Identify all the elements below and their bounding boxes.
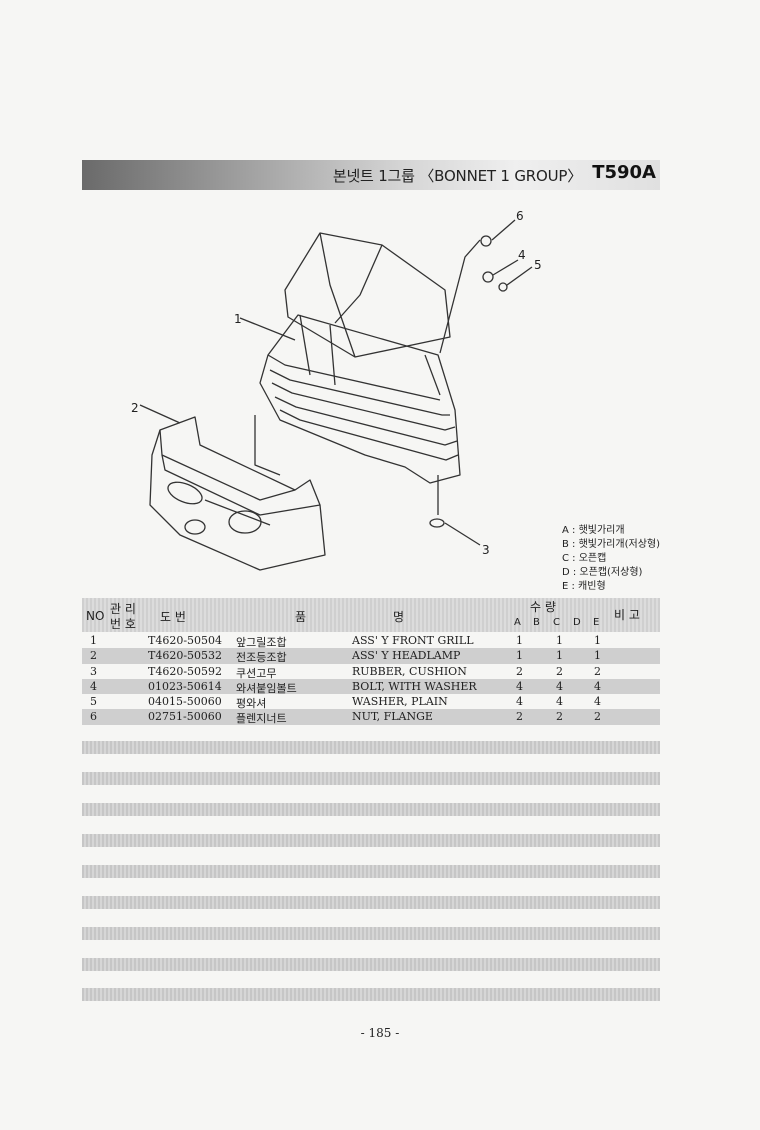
cell-korean-name: 와셔붙임볼트 (236, 681, 297, 695)
empty-row-stripe (82, 772, 660, 785)
bolt-head (482, 271, 494, 283)
exploded-parts-diagram: 1 2 3 4 5 6 (131, 209, 542, 571)
leader-line (254, 415, 281, 476)
front-grill-outline (259, 314, 461, 484)
callout-5: 5 (534, 258, 542, 272)
parts-table-header: NO 관 리 번 호 도 번 품 명 수 량 A B C D E 비 고 (82, 598, 660, 632)
cell-no: 4 (90, 679, 97, 693)
cell-part-number: T4620-50532 (148, 649, 223, 663)
header-quantity: 수 량 (530, 600, 556, 614)
variant-legend: A : 햇빛가리개 B : 햇빛가리개(저상형) C : 오픈캡 D : 오픈캡… (562, 524, 660, 594)
cell-english-name: ASS' Y HEADLAMP (352, 649, 461, 663)
cell-part-number: T4620-50504 (148, 634, 223, 647)
header-col-d: D (573, 617, 581, 628)
cell-english-name: ASS' Y FRONT GRILL (352, 634, 474, 647)
cell-no: 3 (90, 664, 97, 678)
cell-qty-e: 2 (594, 710, 601, 724)
header-part-name-1: 품 (295, 610, 307, 624)
cell-korean-name: 앞그릴조합 (236, 636, 287, 649)
header-col-b: B (533, 617, 540, 628)
cell-qty-c: 2 (556, 710, 563, 724)
section-header-bar: 본넷트 1그룹 〈BONNET 1 GROUP〉 T590A (82, 160, 660, 190)
header-col-e: E (593, 617, 600, 628)
cell-korean-name: 플렌지너트 (236, 712, 287, 726)
legend-item: C : 오픈캡 (562, 553, 607, 564)
header-part-name-2: 명 (393, 610, 405, 624)
empty-row-stripe (82, 834, 660, 847)
cell-qty-c: 1 (556, 634, 563, 647)
header-drawing-number: 도 번 (160, 610, 186, 624)
cell-no: 6 (90, 710, 97, 724)
cell-english-name: WASHER, PLAIN (352, 695, 448, 709)
cell-qty-a: 2 (516, 710, 523, 724)
empty-row-stripe (82, 741, 660, 754)
cell-part-number: 01023-50614 (148, 679, 222, 693)
legend-item: B : 햇빛가리개(저상형) (562, 539, 660, 550)
callout-2: 2 (131, 401, 139, 415)
cell-english-name: BOLT, WITH WASHER (352, 679, 477, 693)
cell-no: 5 (90, 695, 97, 709)
table-row: 2 T4620-50532 전조등조합 ASS' Y HEADLAMP 1 1 … (82, 648, 660, 665)
header-col-c: C (553, 617, 560, 628)
table-row: 5 04015-50060 평와셔 WASHER, PLAIN 4 4 4 (82, 694, 660, 711)
callout-1: 1 (234, 312, 242, 326)
model-code: T590A (592, 162, 656, 183)
empty-row-stripe (82, 988, 660, 1001)
header-no: NO (86, 609, 105, 623)
cell-part-number: 04015-50060 (148, 695, 222, 709)
top-cover-outline (284, 232, 451, 358)
table-row: 1 T4620-50504 앞그릴조합 ASS' Y FRONT GRILL 1… (82, 633, 660, 649)
cell-english-name: RUBBER, CUSHION (352, 664, 467, 678)
cell-qty-e: 1 (594, 634, 601, 647)
cell-qty-a: 1 (516, 649, 523, 663)
cell-part-number: 02751-50060 (148, 710, 222, 724)
empty-row-stripe (82, 865, 660, 878)
plain-washer (498, 282, 508, 292)
parts-table-body: 1 T4620-50504 앞그릴조합 ASS' Y FRONT GRILL 1… (82, 633, 660, 725)
callout-4: 4 (518, 248, 526, 262)
callout-3: 3 (482, 543, 490, 557)
table-row: 6 02751-50060 플렌지너트 NUT, FLANGE 2 2 2 (82, 709, 660, 726)
header-col-a: A (514, 617, 521, 628)
table-row: 4 01023-50614 와셔붙임볼트 BOLT, WITH WASHER 4… (82, 678, 660, 695)
cell-korean-name: 전조등조합 (236, 651, 287, 665)
cell-no: 1 (90, 634, 97, 647)
flange-nut (480, 235, 492, 247)
cell-qty-a: 4 (516, 695, 523, 709)
callout-6: 6 (516, 209, 524, 223)
rubber-cushion (429, 518, 445, 528)
cell-no: 2 (90, 649, 97, 663)
cell-qty-c: 4 (556, 695, 563, 709)
cell-qty-c: 1 (556, 649, 563, 663)
empty-row-stripe (82, 803, 660, 816)
legend-item: D : 오픈캡(저상형) (562, 567, 643, 578)
cell-qty-e: 4 (594, 695, 601, 709)
cell-qty-e: 1 (594, 649, 601, 663)
cell-english-name: NUT, FLANGE (352, 710, 433, 724)
cell-korean-name: 평와셔 (236, 697, 267, 711)
empty-row-stripe (82, 958, 660, 971)
cell-qty-c: 4 (556, 679, 563, 693)
cell-qty-a: 1 (516, 634, 523, 647)
legend-item: E : 캐빈형 (562, 581, 606, 592)
cell-qty-e: 2 (594, 664, 601, 678)
section-title: 본넷트 1그룹 〈BONNET 1 GROUP〉 (332, 167, 582, 185)
table-row: 3 T4620-50592 쿠션고무 RUBBER, CUSHION 2 2 2 (82, 664, 660, 680)
empty-row-stripe (82, 927, 660, 940)
page-number: - 185 - (360, 1026, 400, 1040)
header-mgmt-top: 관 리 (110, 602, 136, 616)
legend-item: A : 햇빛가리개 (562, 525, 625, 536)
cell-qty-a: 2 (516, 664, 523, 678)
leader-line (439, 239, 481, 354)
cell-part-number: T4620-50592 (148, 664, 223, 678)
headlamp-assembly-outline (149, 416, 326, 571)
cell-qty-c: 2 (556, 664, 563, 678)
cell-qty-a: 4 (516, 679, 523, 693)
cell-korean-name: 쿠션고무 (236, 666, 277, 680)
cell-qty-e: 4 (594, 679, 601, 693)
header-remarks: 비 고 (614, 608, 640, 622)
header-mgmt-bottom: 번 호 (110, 617, 136, 631)
empty-row-stripe (82, 896, 660, 909)
